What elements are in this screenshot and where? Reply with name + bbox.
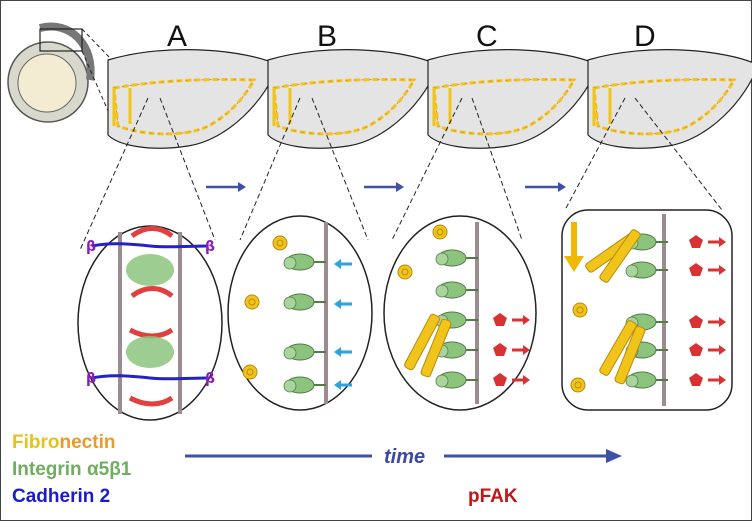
beta-label: β (86, 239, 96, 255)
legend-pfak: pFAK (468, 486, 518, 507)
tissue-section-a (106, 48, 280, 150)
inset-c (383, 215, 537, 411)
panel-letter-d: D (634, 20, 656, 53)
integrin-icon (126, 336, 174, 368)
legend-fibronectin: Fibronectin (12, 432, 115, 453)
panel-letter-b: B (317, 20, 337, 53)
progression-arrow-ab (206, 182, 246, 192)
zoom-guide-lines (81, 28, 113, 121)
tissue-section-d (586, 48, 752, 150)
progression-arrow-bc (364, 182, 404, 192)
legend-fibronectin-part1: Fibro (12, 432, 60, 453)
projection-lines (79, 97, 723, 251)
time-label: time (384, 446, 425, 468)
panel-letter-a: A (167, 20, 187, 53)
panel-letter-c: C (476, 20, 498, 53)
inset-d (561, 209, 733, 411)
inset-a: β β β β (77, 225, 223, 421)
legend-fibronectin-part2: nectin (60, 432, 116, 453)
legend-integrin: Integrin α5β1 (12, 459, 132, 480)
progression-arrow-cd (525, 182, 566, 192)
beta-label: β (205, 239, 215, 255)
beta-label: β (205, 371, 215, 387)
time-axis: time (185, 446, 622, 468)
embryo-icon (7, 22, 95, 123)
tissue-section-c (426, 48, 600, 150)
tissue-section-b (266, 48, 440, 150)
beta-label: β (86, 371, 96, 387)
inset-b (227, 215, 373, 411)
legend-cadherin: Cadherin 2 (12, 486, 110, 507)
integrin-icon (126, 254, 174, 286)
force-arrow-icon (564, 222, 584, 272)
